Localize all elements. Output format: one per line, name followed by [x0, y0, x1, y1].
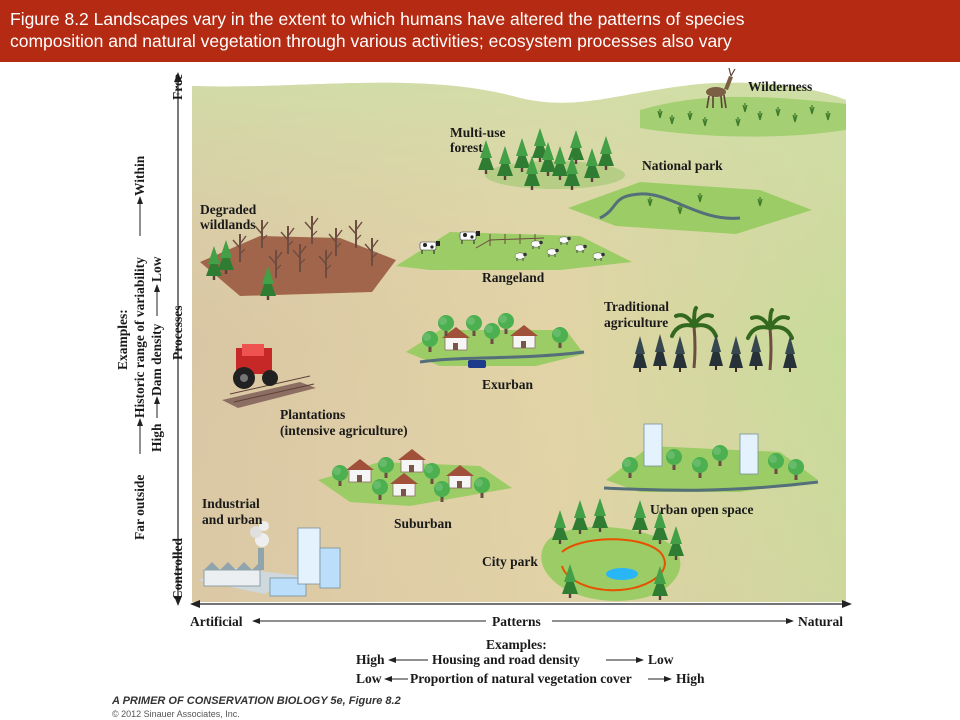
y-row2-label: Dam density [149, 323, 164, 396]
urban-open-space-illustration [603, 423, 819, 492]
x-axis-center-label: Patterns [492, 614, 541, 629]
label-industrial-1: Industrial [202, 496, 260, 511]
y-axis-top-label: Free [170, 74, 185, 100]
suburban-illustration [318, 448, 512, 506]
y-row1-label: Historic range of variability [132, 257, 147, 418]
city-park-illustration [541, 498, 684, 601]
y-row1-left: Far outside [132, 475, 147, 540]
label-traditional-1: Traditional [604, 299, 669, 314]
y-row1-right: Within [132, 155, 147, 196]
national-park-illustration [568, 182, 812, 234]
label-degraded-1: Degraded [200, 202, 257, 217]
plantations-illustration [222, 344, 316, 408]
label-rangeland: Rangeland [482, 270, 545, 285]
label-city-park: City park [482, 554, 538, 569]
book-credit: A PRIMER OF CONSERVATION BIOLOGY 5e, Fig… [112, 695, 401, 707]
caption-line-1: Figure 8.2 Landscapes vary in the extent… [10, 9, 745, 29]
industrial-urban-illustration [198, 521, 341, 597]
figure-caption-banner: Figure 8.2 Landscapes vary in the extent… [0, 0, 960, 62]
x-axis-examples-label: Examples: [486, 637, 547, 652]
label-urban-open-space: Urban open space [650, 502, 754, 517]
multi-use-forest-illustration [478, 128, 625, 190]
label-multi-use-1: Multi-use [450, 125, 506, 140]
caption-line-2: composition and natural vegetation throu… [10, 31, 732, 51]
x-axis-left-label: Artificial [190, 614, 243, 629]
deer-icon [706, 67, 736, 109]
label-national-park: National park [642, 158, 723, 173]
y-row2-right: Low [149, 256, 164, 282]
x-row1-left: High [356, 652, 385, 667]
label-plantations-2: (intensive agriculture) [280, 423, 408, 438]
label-wilderness: Wilderness [748, 79, 812, 94]
label-traditional-2: agriculture [604, 315, 668, 330]
copyright: © 2012 Sinauer Associates, Inc. [112, 709, 240, 719]
x-row2-right: High [676, 671, 705, 686]
x-row2-label: Proportion of natural vegetation cover [410, 671, 632, 686]
label-industrial-2: and urban [202, 512, 263, 527]
x-row1-label: Housing and road density [432, 652, 580, 667]
label-degraded-2: wildlands [200, 217, 256, 232]
exurban-illustration [406, 313, 585, 368]
y-axis-examples-label: Examples: [115, 309, 130, 370]
y-axis-center-label: Processes [170, 306, 185, 360]
x-row2-left: Low [356, 671, 382, 686]
label-suburban: Suburban [394, 516, 452, 531]
y-axis-bottom-label: Controlled [170, 538, 185, 600]
degraded-wildlands-illustration [200, 215, 396, 300]
x-axis [190, 600, 852, 608]
x-axis-right-label: Natural [798, 614, 843, 629]
y-row2-left: High [149, 423, 164, 452]
wilderness-illustration [640, 67, 846, 137]
label-multi-use-2: forest [450, 140, 483, 155]
label-exurban: Exurban [482, 377, 534, 392]
rangeland-illustration [396, 230, 632, 270]
x-row1-right: Low [648, 652, 674, 667]
figure-caption: Figure 8.2 Landscapes vary in the extent… [10, 8, 950, 52]
label-plantations-1: Plantations [280, 407, 345, 422]
tractor-icon [233, 344, 278, 389]
